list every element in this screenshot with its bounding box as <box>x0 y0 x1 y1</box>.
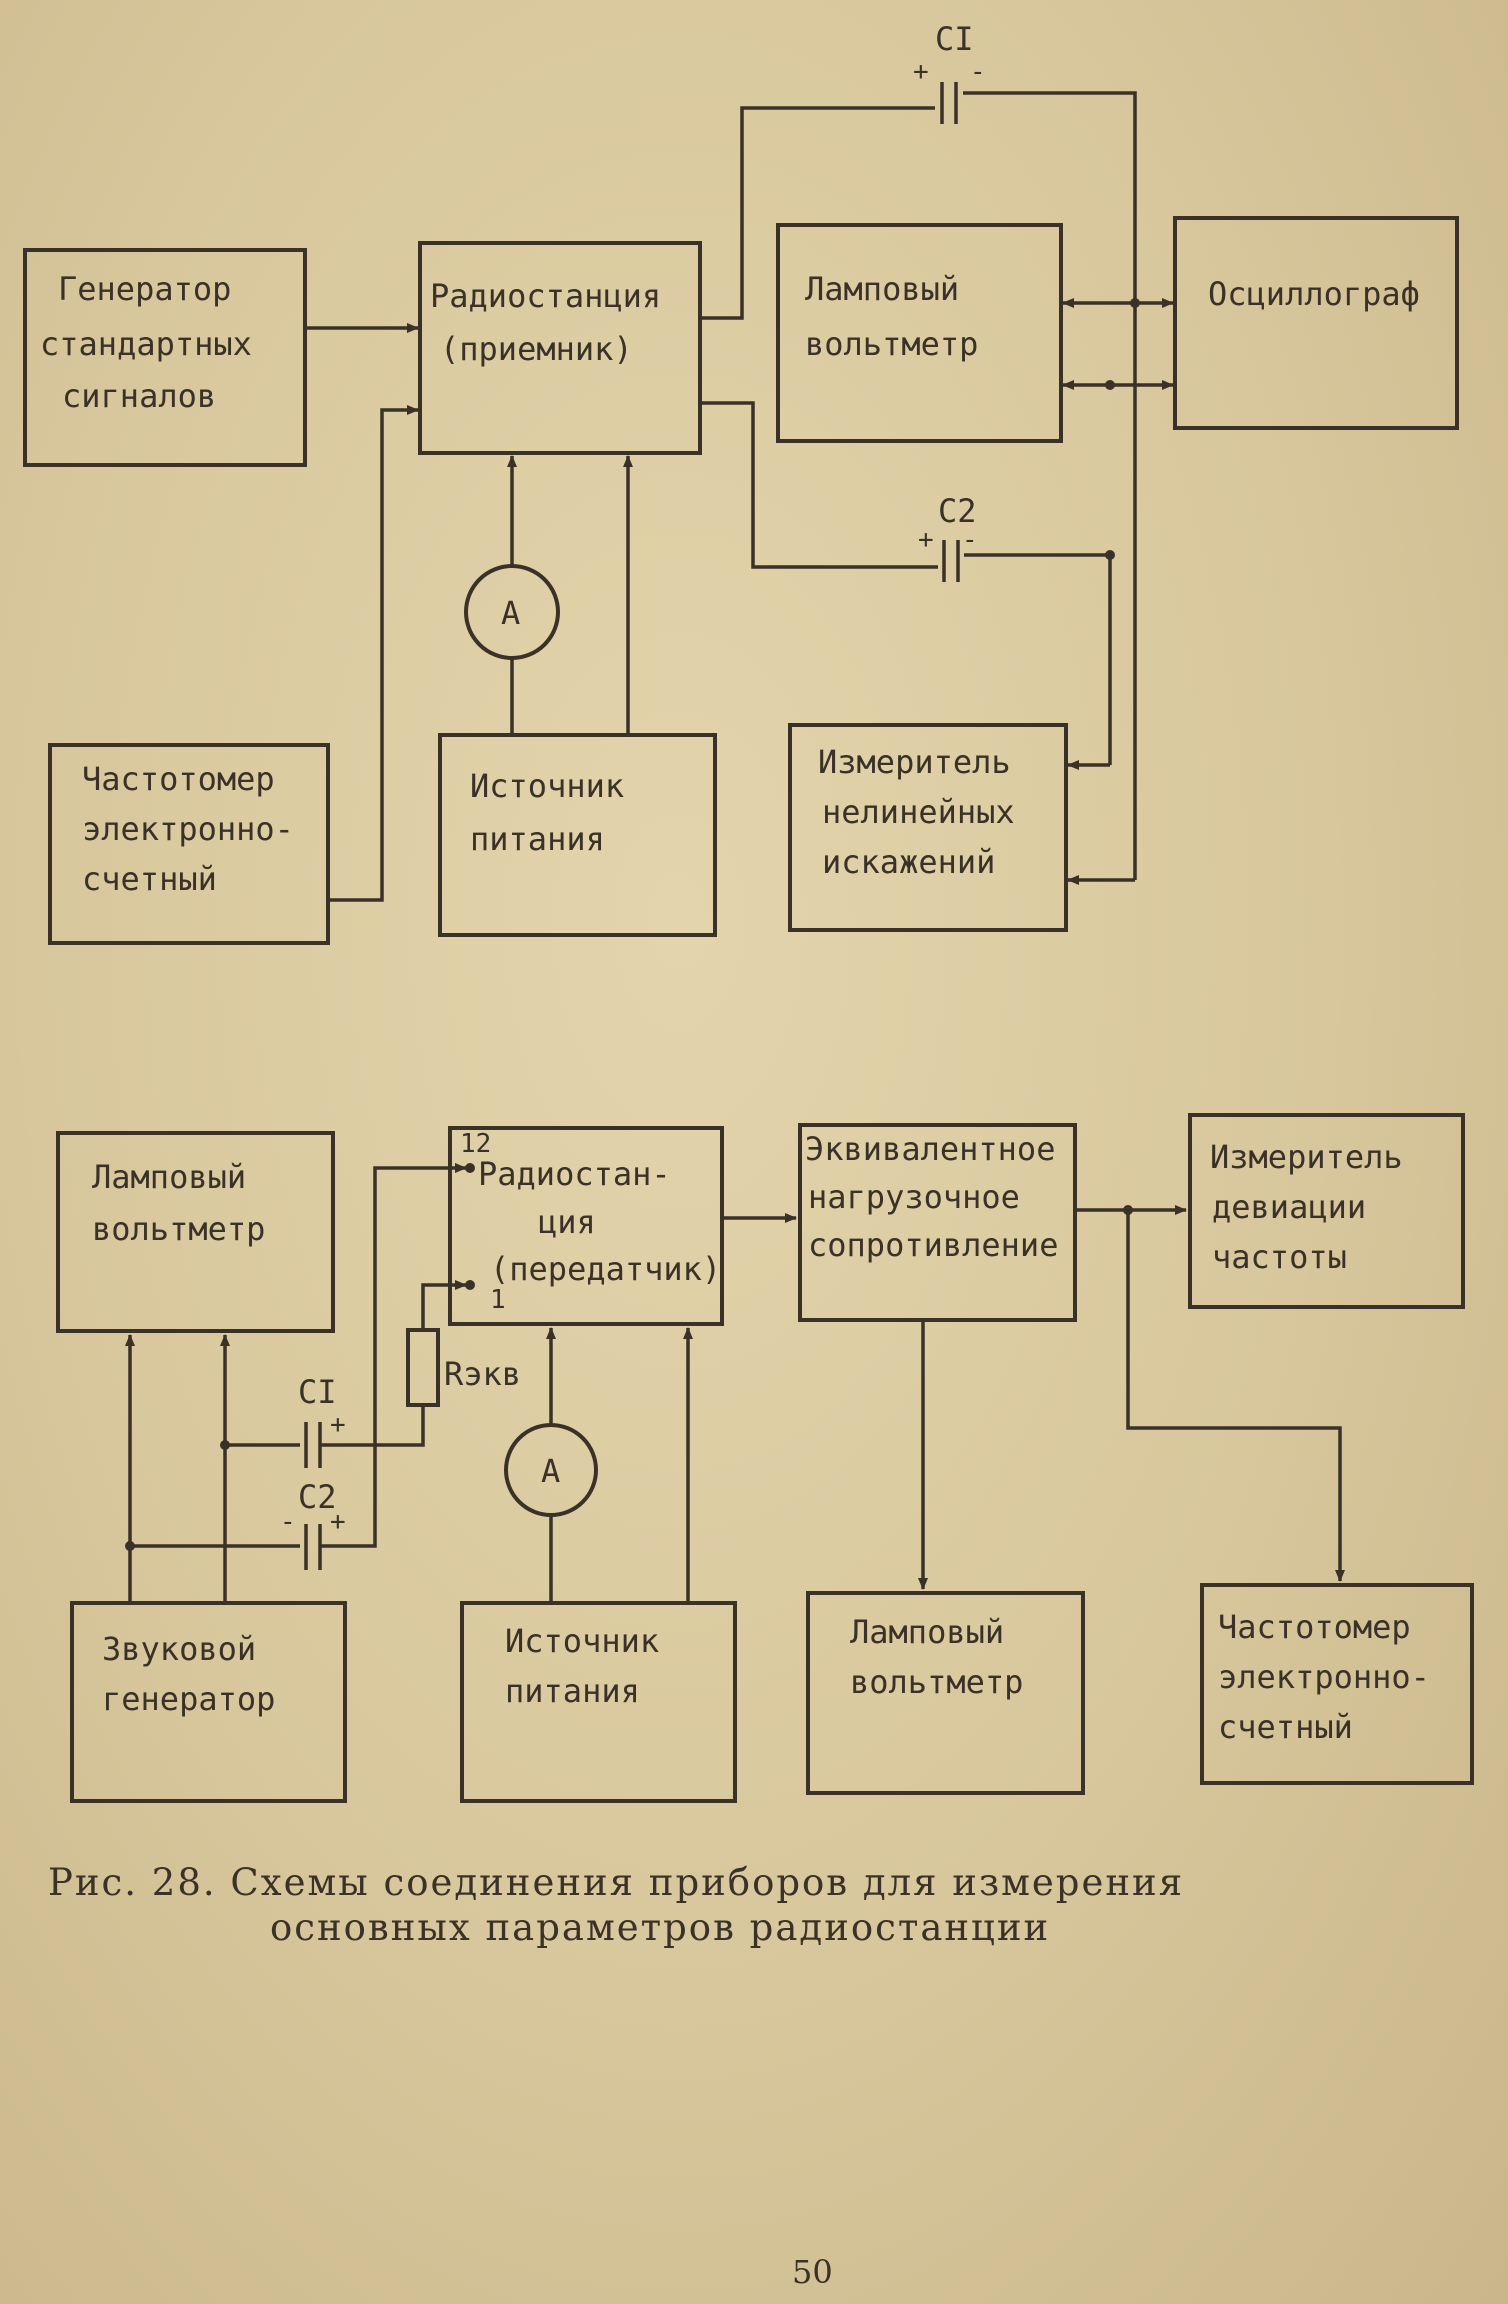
diagram-transmitter: 12 1 Ламповый вольт <box>56 1113 1474 1803</box>
wire-c1-pin12 <box>320 1163 467 1447</box>
c2-plus-2: + <box>330 1507 346 1537</box>
power-source-label-1: Источник <box>470 767 624 805</box>
equiv-load-box <box>798 1123 1077 1322</box>
c1-minus: - <box>970 57 986 87</box>
lamp-voltmeter-label-2: вольтметр <box>805 325 978 363</box>
junction-6 <box>125 1541 135 1551</box>
pin-12-label: 12 <box>460 1129 491 1159</box>
radio-tx-label-1: Радиостан- <box>478 1155 671 1193</box>
radio-transmitter-box <box>448 1126 724 1326</box>
wire-load-freqmeter <box>1126 1210 1345 1582</box>
page-number: 50 <box>792 2253 833 2291</box>
pin-1-label: 1 <box>490 1285 506 1315</box>
pin-12-dot <box>465 1163 475 1173</box>
equiv-load-label-2: нагрузочное <box>808 1178 1020 1216</box>
lamp-voltmeter-3-label-1: Ламповый <box>850 1613 1004 1651</box>
equiv-load-label-1: Эквивалентное <box>805 1130 1055 1168</box>
wire-resistor-pin1 <box>421 1280 467 1330</box>
deviation-meter-label-3: частоты <box>1212 1238 1347 1276</box>
deviation-meter-label-1: Измеритель <box>1210 1138 1403 1176</box>
freq-meter-label-3: счетный <box>82 860 217 898</box>
resistor-equiv <box>406 1328 440 1407</box>
freq-meter-box <box>48 743 330 945</box>
c2-label: C2 <box>938 492 977 530</box>
ammeter-label-2: A <box>541 1452 560 1490</box>
c1-plus: + <box>913 57 929 87</box>
r-equiv-label: Rэкв <box>444 1355 521 1393</box>
generator-label-2: стандартных <box>40 325 252 363</box>
deviation-meter-box <box>1188 1113 1465 1309</box>
wire-freq-radio <box>328 405 419 902</box>
pin-1-dot <box>465 1280 475 1290</box>
c2-minus: - <box>962 525 978 555</box>
oscillograph-box <box>1173 216 1459 430</box>
equiv-load-label-3: сопротивление <box>808 1226 1058 1264</box>
junction-5 <box>220 1440 230 1450</box>
radio-rx-label-1: Радиостанция <box>430 277 661 315</box>
diagram-receiver: Генератор стандартных сигналов Радиостан… <box>23 20 1459 945</box>
wire-radio-c1 <box>700 106 935 320</box>
lamp-voltmeter-label-1: Ламповый <box>805 270 959 308</box>
junction-1 <box>1130 298 1140 308</box>
freq-meter-2-label-2: электронно- <box>1218 1658 1430 1696</box>
power-source-2-label-1: Источник <box>505 1622 659 1660</box>
lamp-voltmeter-2-label-1: Ламповый <box>92 1158 246 1196</box>
radio-receiver-box <box>418 241 702 455</box>
generator-box <box>23 248 307 467</box>
figure-caption-line-2: основных параметров радиостанции <box>270 1906 1050 1949</box>
wire-radio-c2 <box>700 401 938 569</box>
distortion-meter-label-1: Измеритель <box>818 743 1011 781</box>
generator-label-1: Генератор <box>58 270 231 308</box>
lamp-voltmeter-box <box>776 223 1063 443</box>
freq-meter-label-2: электронно- <box>82 810 294 848</box>
power-source-2-label-2: питания <box>505 1672 640 1710</box>
distortion-meter-label-2: нелинейных <box>822 793 1015 831</box>
radio-rx-label-2: (приемник) <box>440 330 633 368</box>
c2-minus-2: - <box>280 1507 296 1537</box>
c2-label-2: C2 <box>298 1478 337 1516</box>
wire-c1-bus <box>963 91 1137 610</box>
junction-3 <box>1105 550 1115 560</box>
freq-meter-box-2 <box>1200 1583 1474 1785</box>
ammeter-label: A <box>501 594 520 632</box>
distortion-meter-box <box>788 723 1068 932</box>
power-source-label-2: питания <box>470 820 605 858</box>
sound-gen-label-2: генератор <box>102 1680 275 1718</box>
junction-2 <box>1105 380 1115 390</box>
power-source-box-2 <box>460 1601 737 1803</box>
lamp-voltmeter-2-label-2: вольтметр <box>92 1210 265 1248</box>
c2-plus: + <box>918 525 934 555</box>
c1-plus-2: + <box>330 1410 346 1440</box>
freq-meter-2-label-1: Частотомер <box>1218 1608 1411 1646</box>
generator-label-3: сигналов <box>62 377 216 415</box>
radio-tx-label-2: ция <box>538 1203 596 1241</box>
wire-c2-bus <box>964 553 1112 765</box>
freq-meter-2-label-3: счетный <box>1218 1708 1353 1746</box>
oscillograph-label: Осциллограф <box>1208 275 1420 313</box>
c1-label: CI <box>935 20 974 58</box>
c1-label-2: CI <box>298 1373 337 1411</box>
lamp-voltmeter-box-2 <box>56 1131 335 1333</box>
wire-resistor-bus <box>375 1405 425 1447</box>
freq-meter-label-1: Частотомер <box>82 760 275 798</box>
lamp-voltmeter-3-label-2: вольтметр <box>850 1663 1023 1701</box>
distortion-meter-label-3: искажений <box>822 843 995 881</box>
radio-tx-label-3: (передатчик) <box>490 1250 721 1288</box>
sound-gen-box <box>70 1601 347 1803</box>
deviation-meter-label-2: девиации <box>1212 1188 1366 1226</box>
power-source-box <box>438 733 717 937</box>
wire-c2-join <box>320 1445 377 1548</box>
figure-caption-line-1: Рис. 28. Схемы соединения приборов для и… <box>48 1861 1184 1904</box>
lamp-voltmeter-box-3 <box>806 1591 1085 1795</box>
sound-gen-label-1: Звуковой <box>102 1630 256 1668</box>
